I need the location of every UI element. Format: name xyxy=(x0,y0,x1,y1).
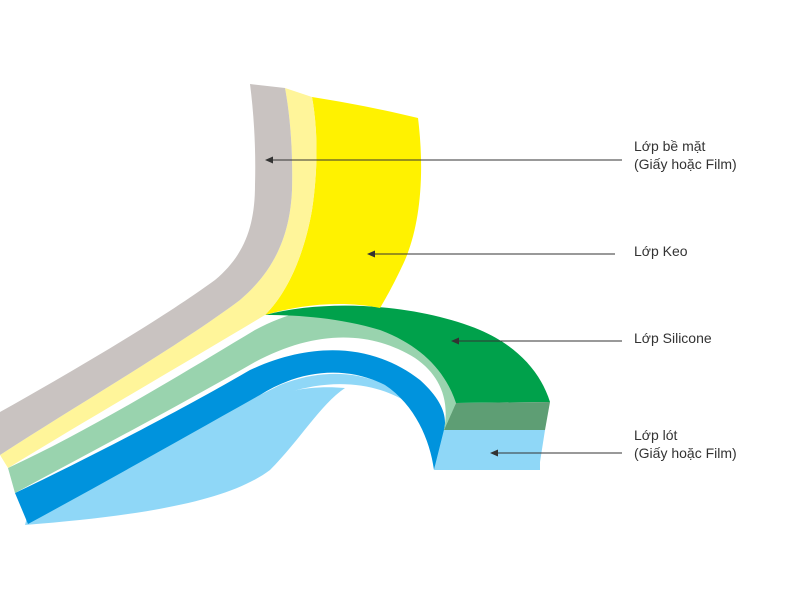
silicone-edge xyxy=(444,402,550,430)
liner-layer-label-line1: Lớp lót xyxy=(634,427,678,443)
silicone-top xyxy=(265,305,550,403)
surface-band xyxy=(0,84,293,455)
surface-layer-label-line2: (Giấy hoặc Film) xyxy=(634,156,737,172)
liner-light-band-bottom xyxy=(25,387,345,525)
liner-edge xyxy=(434,430,545,470)
adhesive-layer-label: Lớp Keo xyxy=(634,242,688,260)
liner-layer-label-line2: (Giấy hoặc Film) xyxy=(634,445,737,461)
liner-layer-label: Lớp lót (Giấy hoặc Film) xyxy=(634,426,737,462)
silicone-layer-label-line1: Lớp Silicone xyxy=(634,330,712,346)
silicone-layer-label: Lớp Silicone xyxy=(634,329,712,347)
adhesive-face xyxy=(265,97,422,315)
surface-layer-label-line1: Lớp bề mặt xyxy=(634,138,706,154)
surface-layer-label: Lớp bề mặt (Giấy hoặc Film) xyxy=(634,137,737,173)
liner-blue-band xyxy=(15,350,445,524)
adhesive-layer-label-line1: Lớp Keo xyxy=(634,243,688,259)
